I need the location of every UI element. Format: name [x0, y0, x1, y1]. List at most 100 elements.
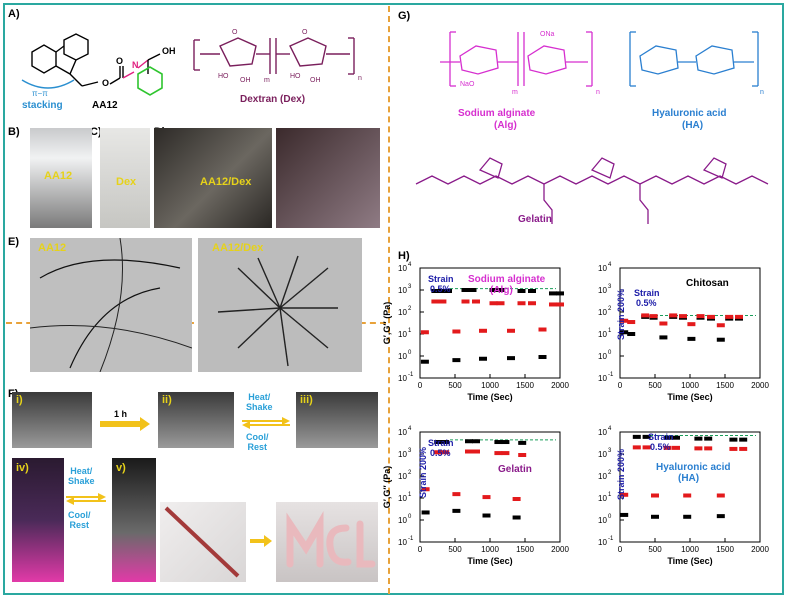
chart-0-xlabel: Time (Sec) — [467, 392, 512, 402]
chart-0-gdoubleprime-point — [420, 330, 429, 335]
chart-3-strain-low: Strain — [648, 432, 674, 442]
chart-1-xtick-label: 1000 — [681, 381, 699, 390]
alginate-abbr: (Alg) — [494, 120, 517, 130]
panel-label-e: E) — [8, 236, 19, 248]
chart-3-gdoubleprime-point — [642, 445, 651, 450]
photo-f-iii: iii) — [296, 392, 378, 448]
chart-1-ytick-exp: 2 — [608, 306, 612, 312]
aa12-structure: O O N OH π−π stacking AA12 — [21, 33, 176, 111]
chart-2-gprime-point — [482, 513, 491, 518]
chart-0-gdoubleprime-point — [517, 301, 526, 306]
f-time-label: 1 h — [114, 409, 127, 419]
chart-3-gdoubleprime-point — [651, 493, 659, 498]
chart-2-gdoubleprime-point — [518, 453, 527, 458]
chart-1-gprime-point — [687, 336, 696, 341]
alg-nao: NaO — [460, 81, 475, 88]
f-v-label: v) — [116, 462, 126, 474]
photo-f-v: v) — [112, 458, 156, 582]
chart-0-gdoubleprime-point — [431, 299, 440, 304]
chart-3-gprime-point — [632, 434, 641, 439]
photo-d-syringe — [276, 128, 380, 228]
alginate-ha-structures: ONa NaO m n n Sodium alginate (Alg) Hyal… — [440, 31, 764, 130]
atom-o: O — [102, 78, 109, 88]
chart-0-gprime-point — [437, 289, 445, 294]
chart-0-title: (Alg) — [490, 285, 513, 296]
chart-1-strain-low: Strain — [634, 288, 660, 298]
chart-0-gprime-point — [538, 355, 547, 360]
chart-2-gprime-point — [452, 508, 461, 513]
panel-label-g: G) — [398, 10, 411, 22]
chart-3-ytick-exp: 4 — [608, 426, 612, 432]
chart-3-xtick-label: 2000 — [751, 545, 769, 554]
photo-c-label: Dex — [116, 176, 137, 188]
chart-0-gdoubleprime-point — [549, 302, 557, 307]
chart-2-ylabel: G′,G″ (Pa) — [382, 466, 392, 508]
panel-label-a: A) — [8, 8, 20, 20]
chart-0-gdoubleprime-point — [472, 299, 480, 304]
photo-c-vial: Dex — [100, 128, 150, 228]
f-cool-label-1: Cool/ Rest — [246, 432, 269, 452]
chart-3-xtick-label: 1000 — [681, 545, 699, 554]
chart-2-ytick-label: 10 — [398, 516, 407, 525]
chart-0-ytick-label: 10 — [398, 374, 407, 383]
chart-3-gprime-point — [683, 514, 692, 519]
stacking-label: stacking — [22, 100, 63, 111]
photo-f-syringe-extrusion — [160, 502, 246, 582]
chart-2-ytick-exp: 1 — [408, 492, 412, 498]
dex-ho1: HO — [218, 73, 229, 80]
chart-2-strain-low: Strain — [428, 438, 454, 448]
chart-0-gdoubleprime-point — [489, 301, 498, 306]
gelatin-structure: Gelatin — [415, 157, 769, 225]
chart-1-ytick-label: 10 — [598, 264, 607, 273]
chart-1-title: Chitosan — [686, 278, 729, 289]
chart-1-gdoubleprime-point — [649, 314, 658, 319]
chart-1-gdoubleprime-point — [679, 314, 687, 319]
chart-3-gdoubleprime-point — [704, 446, 713, 451]
chart-3-gdoubleprime-point — [672, 445, 680, 450]
chart-2-ytick-label: 10 — [398, 538, 407, 547]
chart-3-ytick-exp: -1 — [608, 536, 614, 542]
chart-2-gprime-point — [512, 515, 521, 520]
chart-3-title: (HA) — [678, 473, 699, 484]
chart-0-gdoubleprime-point — [438, 299, 447, 304]
chart-2-gprime-point — [494, 440, 503, 445]
chart-3-title: Hyaluronic acid — [656, 462, 730, 473]
chart-3-gdoubleprime-point — [694, 446, 703, 451]
chart-3-gprime-point — [620, 512, 629, 517]
chart-0-gprime-point — [452, 358, 461, 363]
chart-2-gprime-point — [441, 440, 450, 445]
f-iv-label: iv) — [16, 462, 29, 474]
chart-2-gdoubleprime-point — [472, 449, 480, 454]
chart-3-gdoubleprime-point — [739, 446, 748, 451]
chart-0-gprime-point — [556, 291, 564, 296]
f-i-label: i) — [16, 394, 23, 406]
alg-m: m — [512, 89, 518, 96]
dex-oh1: OH — [240, 77, 251, 84]
chart-2-xtick-label: 1500 — [516, 545, 534, 554]
photo-d-tilted-vial: AA12/Dex — [154, 128, 272, 228]
chart-3-ytick-label: 10 — [598, 494, 607, 503]
chart-3-xtick-label: 500 — [648, 545, 662, 554]
chart-0-ytick-exp: 0 — [408, 350, 412, 356]
chart-2-strain-high: Strain 200% — [418, 447, 428, 498]
f-heat-label-2: Heat/ Shake — [68, 466, 95, 486]
chart-3-gprime-point — [672, 435, 680, 440]
chart-2-gprime-point — [465, 439, 473, 444]
chart-3-gprime-point — [642, 434, 651, 439]
arrow-reversible-1 — [242, 417, 290, 429]
photo-f-ii: ii) — [158, 392, 234, 448]
chart-0-xtick-label: 1000 — [481, 381, 499, 390]
chart-0-gdoubleprime-point — [496, 301, 505, 306]
dex-oh2: OH — [310, 77, 321, 84]
chart-1-gprime-point — [620, 330, 629, 335]
alginate-name: Sodium alginate — [458, 108, 536, 119]
chart-2-xtick-label: 2000 — [551, 545, 569, 554]
chart-3-xtick-label: 1500 — [716, 545, 734, 554]
chart-3-ytick-label: 10 — [598, 516, 607, 525]
chart-0-strain-low: Strain — [428, 274, 454, 284]
chart-3-gdoubleprime-point — [729, 446, 738, 451]
chart-0-gdoubleprime-point — [479, 328, 487, 333]
chart-0-gprime-point — [496, 288, 505, 292]
chart-3-ytick-exp: 1 — [608, 492, 612, 498]
chart-0-gprime-point — [489, 288, 498, 292]
